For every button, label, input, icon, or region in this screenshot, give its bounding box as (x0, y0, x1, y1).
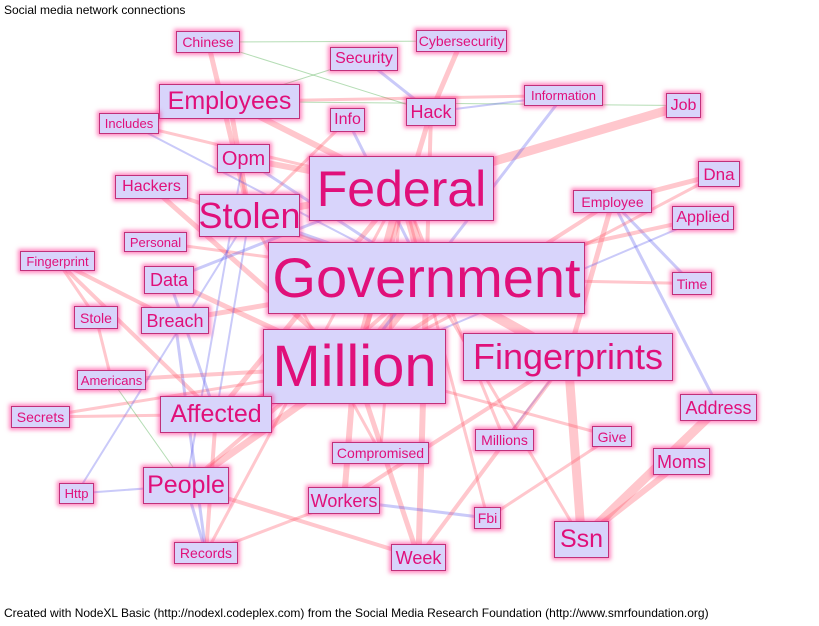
edge-information-million (353, 94, 565, 368)
node-people[interactable]: People (143, 467, 229, 504)
node-fbi[interactable]: Fbi (474, 507, 501, 529)
node-security[interactable]: Security (330, 47, 398, 71)
node-chinese[interactable]: Chinese (176, 31, 240, 53)
node-includes[interactable]: Includes (99, 113, 159, 134)
edge-ssn-government (425, 276, 583, 541)
node-employee[interactable]: Employee (573, 190, 652, 213)
node-affected[interactable]: Affected (160, 396, 272, 433)
node-info[interactable]: Info (330, 108, 365, 132)
node-dna[interactable]: Dna (698, 161, 740, 187)
edge-compromised-federal (379, 187, 403, 455)
edge-government-week (415, 275, 430, 561)
node-week[interactable]: Week (391, 544, 446, 571)
edge-chinese-hack (207, 41, 432, 113)
node-americans[interactable]: Americans (77, 370, 146, 390)
edge-fingerprint-affected (55, 259, 218, 417)
node-data[interactable]: Data (144, 266, 194, 294)
edge-fingerprints-employee (565, 199, 615, 360)
edge-chinese-stolen (205, 39, 252, 218)
node-government[interactable]: Government (268, 242, 585, 314)
edge-employee-address (611, 200, 720, 409)
node-millions[interactable]: Millions (475, 429, 534, 451)
node-stolen[interactable]: Stolen (198, 194, 301, 237)
node-million[interactable]: Million (263, 329, 446, 404)
node-give[interactable]: Give (592, 426, 632, 447)
node-secrets[interactable]: Secrets (11, 406, 70, 428)
edge-employee-time (611, 200, 694, 285)
node-opm[interactable]: Opm (217, 144, 270, 173)
node-address[interactable]: Address (680, 394, 757, 421)
edge-fingerprints-ssn (563, 352, 586, 544)
edge-data-affected (167, 278, 218, 416)
footer-credit: Created with NodeXL Basic (http://nodexl… (4, 606, 709, 620)
edge-millions-federal (400, 187, 506, 442)
node-breach[interactable]: Breach (141, 307, 209, 334)
node-stole[interactable]: Stole (74, 306, 118, 329)
node-employees[interactable]: Employees (159, 84, 300, 119)
node-time[interactable]: Time (672, 272, 712, 295)
edge-ssn-address (577, 403, 723, 544)
page-title: Social media network connections (4, 3, 186, 17)
node-records[interactable]: Records (174, 542, 238, 564)
node-applied[interactable]: Applied (672, 206, 734, 230)
node-hackers[interactable]: Hackers (115, 175, 188, 199)
node-moms[interactable]: Moms (653, 448, 710, 475)
node-hack[interactable]: Hack (406, 98, 456, 126)
node-fingerprint[interactable]: Fingerprint (20, 251, 95, 271)
node-job[interactable]: Job (666, 93, 701, 118)
edge-http-stolen (75, 214, 251, 495)
edge-job-employees (229, 101, 684, 106)
node-ssn[interactable]: Ssn (554, 521, 609, 558)
node-personal[interactable]: Personal (124, 232, 187, 252)
edge-breach-records (173, 319, 208, 555)
edge-fbi-give (486, 435, 614, 520)
edge-stolen-affected (215, 214, 251, 416)
node-information[interactable]: Information (524, 85, 603, 106)
node-workers[interactable]: Workers (308, 487, 380, 514)
node-cybersecurity[interactable]: Cybersecurity (416, 30, 507, 52)
edge-hack-million (352, 109, 434, 369)
node-fingerprints[interactable]: Fingerprints (463, 333, 673, 381)
node-compromised[interactable]: Compromised (332, 442, 429, 464)
edge-week-fingerprints (416, 355, 570, 560)
node-http[interactable]: Http (59, 483, 94, 504)
node-federal[interactable]: Federal (309, 156, 494, 221)
